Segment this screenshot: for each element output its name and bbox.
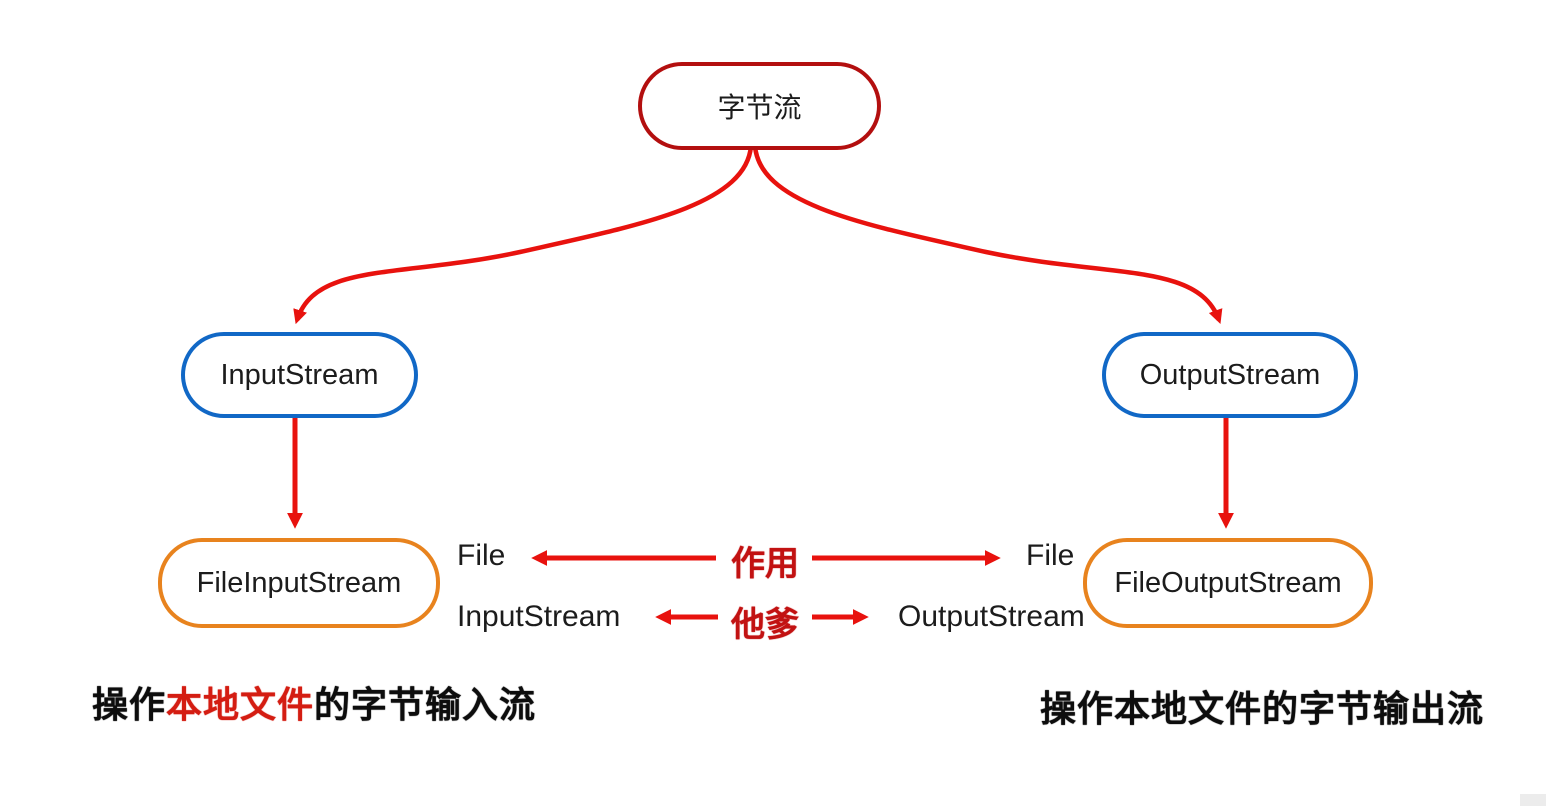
node-byte-stream: 字节流 xyxy=(638,62,881,150)
caption-input-stream: 操作本地文件的字节输入流 xyxy=(92,676,536,728)
arrow-root-to-outputstream xyxy=(752,145,1223,325)
relation-role-left-label: File xyxy=(457,539,506,572)
relation-parent-right-label: OutputStream xyxy=(898,600,1085,633)
node-fileinputstream: FileInputStream xyxy=(158,538,440,628)
relation-parent-center-label: 他爹 xyxy=(731,606,799,644)
node-fileoutputstream-label: FileOutputStream xyxy=(1114,566,1342,599)
node-inputstream: InputStream xyxy=(181,332,418,418)
caption-output-stream: 操作本地文件的字节输出流 xyxy=(1040,680,1484,732)
node-outputstream: OutputStream xyxy=(1102,332,1358,418)
node-fileoutputstream: FileOutputStream xyxy=(1083,538,1373,628)
relation-role-right-label: File xyxy=(1026,539,1075,572)
caption-input-prefix: 操作 xyxy=(92,684,167,725)
caption-input-suffix: 的字节输入流 xyxy=(314,684,537,725)
caption-output-text: 操作本地文件的字节输出流 xyxy=(1040,688,1485,729)
relation-role-center-label: 作用 xyxy=(731,545,799,583)
relation-parent-left-label: InputStream xyxy=(457,600,621,633)
node-inputstream-label: InputStream xyxy=(220,358,379,391)
arrow-root-to-inputstream xyxy=(293,145,754,325)
node-fileinputstream-label: FileInputStream xyxy=(196,566,402,599)
watermark xyxy=(1520,794,1546,806)
caption-input-highlight: 本地文件 xyxy=(166,684,315,725)
node-outputstream-label: OutputStream xyxy=(1139,358,1321,391)
node-byte-stream-label: 字节流 xyxy=(717,92,802,123)
